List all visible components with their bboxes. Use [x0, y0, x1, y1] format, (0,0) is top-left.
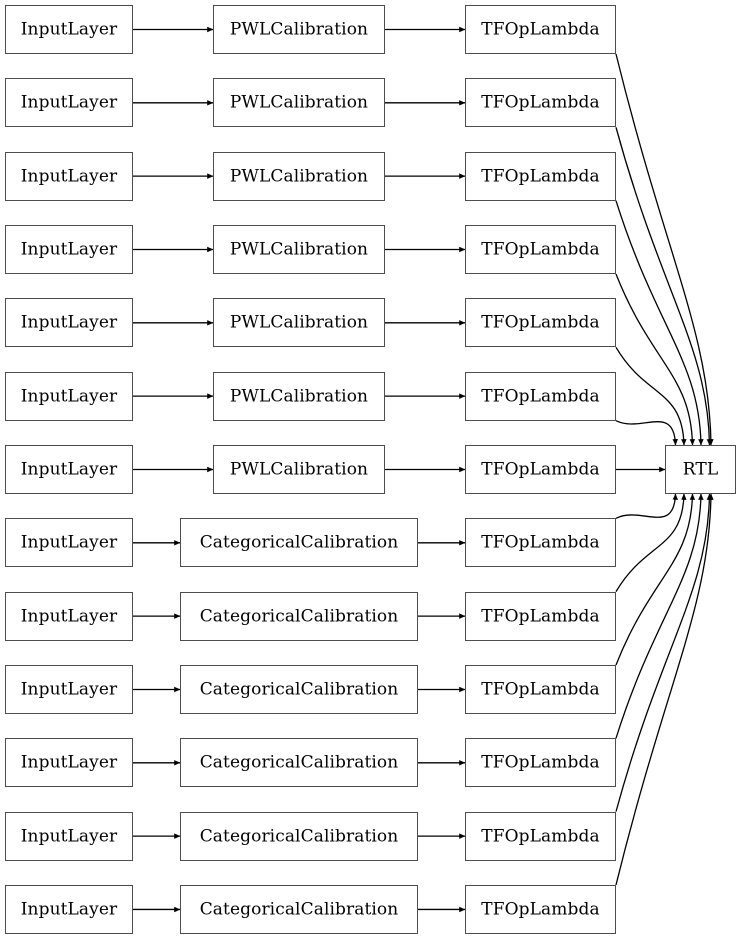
input-layer-node[interactable]: InputLayer — [5, 518, 133, 568]
node-label: CategoricalCalibration — [199, 899, 399, 920]
input-layer-node[interactable]: InputLayer — [5, 5, 133, 54]
categorical-calibration-node[interactable]: CategoricalCalibration — [180, 884, 418, 934]
input-layer-node[interactable]: InputLayer — [5, 591, 133, 641]
node-label: InputLayer — [20, 899, 118, 920]
tfoplambda-node[interactable]: TFOpLambda — [465, 591, 616, 641]
input-layer-node[interactable]: InputLayer — [5, 78, 133, 128]
node-label: InputLayer — [20, 166, 118, 187]
tfoplambda-node[interactable]: TFOpLambda — [465, 518, 616, 568]
edge-lambda-to-rtl — [615, 493, 704, 739]
categorical-calibration-node[interactable]: CategoricalCalibration — [180, 591, 418, 641]
tfoplambda-node[interactable]: TFOpLambda — [465, 224, 616, 274]
node-label: TFOpLambda — [481, 679, 600, 700]
input-layer-node[interactable]: InputLayer — [5, 151, 133, 201]
tfoplambda-node[interactable]: TFOpLambda — [465, 811, 616, 861]
edge-lambda-to-rtl — [615, 346, 687, 446]
edge-lambda-to-rtl — [615, 493, 679, 519]
node-label: TFOpLambda — [481, 606, 600, 627]
node-label: TFOpLambda — [481, 166, 600, 187]
rtl-output-node[interactable]: RTL — [665, 444, 736, 494]
node-label: TFOpLambda — [481, 239, 600, 260]
node-label: InputLayer — [20, 19, 118, 40]
pwl-calibration-node[interactable]: PWLCalibration — [213, 224, 385, 274]
node-label: CategoricalCalibration — [199, 679, 399, 700]
categorical-calibration-node[interactable]: CategoricalCalibration — [180, 738, 418, 788]
pwl-calibration-node[interactable]: PWLCalibration — [213, 5, 385, 54]
node-label: InputLayer — [20, 826, 118, 847]
tfoplambda-node[interactable]: TFOpLambda — [465, 151, 616, 201]
input-layer-node[interactable]: InputLayer — [5, 884, 133, 934]
edge-lambda-to-rtl — [615, 493, 687, 592]
node-label: TFOpLambda — [481, 532, 600, 553]
node-label: PWLCalibration — [229, 92, 369, 113]
node-label: TFOpLambda — [481, 459, 600, 480]
node-label: CategoricalCalibration — [199, 532, 399, 553]
edge-lambda-to-rtl — [615, 200, 704, 446]
categorical-calibration-node[interactable]: CategoricalCalibration — [180, 664, 418, 714]
node-label: TFOpLambda — [481, 752, 600, 773]
node-label: TFOpLambda — [481, 826, 600, 847]
node-label: PWLCalibration — [229, 459, 369, 480]
tfoplambda-node[interactable]: TFOpLambda — [465, 884, 616, 934]
input-layer-node[interactable]: InputLayer — [5, 664, 133, 714]
tfoplambda-node[interactable]: TFOpLambda — [465, 298, 616, 348]
node-label: RTL — [682, 459, 719, 480]
node-label: InputLayer — [20, 532, 118, 553]
node-label: InputLayer — [20, 386, 118, 407]
node-label: PWLCalibration — [229, 312, 369, 333]
tfoplambda-node[interactable]: TFOpLambda — [465, 444, 616, 494]
node-label: PWLCalibration — [229, 19, 369, 40]
node-label: TFOpLambda — [481, 386, 600, 407]
node-label: PWLCalibration — [229, 239, 369, 260]
input-layer-node[interactable]: InputLayer — [5, 224, 133, 274]
node-label: InputLayer — [20, 312, 118, 333]
pwl-calibration-node[interactable]: PWLCalibration — [213, 78, 385, 128]
node-label: TFOpLambda — [481, 19, 600, 40]
node-label: InputLayer — [20, 92, 118, 113]
input-layer-node[interactable]: InputLayer — [5, 811, 133, 861]
pwl-calibration-node[interactable]: PWLCalibration — [213, 151, 385, 201]
edge-lambda-to-rtl — [615, 493, 714, 886]
node-label: TFOpLambda — [481, 92, 600, 113]
edge-lambda-to-rtl — [615, 420, 679, 446]
pwl-calibration-node[interactable]: PWLCalibration — [213, 371, 385, 421]
node-label: CategoricalCalibration — [199, 606, 399, 627]
tfoplambda-node[interactable]: TFOpLambda — [465, 664, 616, 714]
node-label: CategoricalCalibration — [199, 826, 399, 847]
tfoplambda-node[interactable]: TFOpLambda — [465, 78, 616, 128]
edge-lambda-to-rtl — [615, 493, 696, 666]
tfoplambda-node[interactable]: TFOpLambda — [465, 5, 616, 54]
tfoplambda-node[interactable]: TFOpLambda — [465, 371, 616, 421]
pwl-calibration-node[interactable]: PWLCalibration — [213, 444, 385, 494]
edge-lambda-to-rtl — [615, 493, 713, 812]
node-label: InputLayer — [20, 606, 118, 627]
node-label: InputLayer — [20, 239, 118, 260]
node-label: InputLayer — [20, 752, 118, 773]
node-label: CategoricalCalibration — [199, 752, 399, 773]
pwl-calibration-node[interactable]: PWLCalibration — [213, 298, 385, 348]
input-layer-node[interactable]: InputLayer — [5, 371, 133, 421]
edge-lambda-to-rtl — [615, 53, 714, 446]
tfoplambda-node[interactable]: TFOpLambda — [465, 738, 616, 788]
node-label: PWLCalibration — [229, 386, 369, 407]
node-label: InputLayer — [20, 459, 118, 480]
node-label: TFOpLambda — [481, 312, 600, 333]
node-label: TFOpLambda — [481, 899, 600, 920]
input-layer-node[interactable]: InputLayer — [5, 444, 133, 494]
node-label: PWLCalibration — [229, 166, 369, 187]
categorical-calibration-node[interactable]: CategoricalCalibration — [180, 518, 418, 568]
input-layer-node[interactable]: InputLayer — [5, 738, 133, 788]
edge-lambda-to-rtl — [615, 273, 696, 446]
node-label: InputLayer — [20, 679, 118, 700]
edge-lambda-to-rtl — [615, 127, 713, 446]
input-layer-node[interactable]: InputLayer — [5, 298, 133, 348]
categorical-calibration-node[interactable]: CategoricalCalibration — [180, 811, 418, 861]
